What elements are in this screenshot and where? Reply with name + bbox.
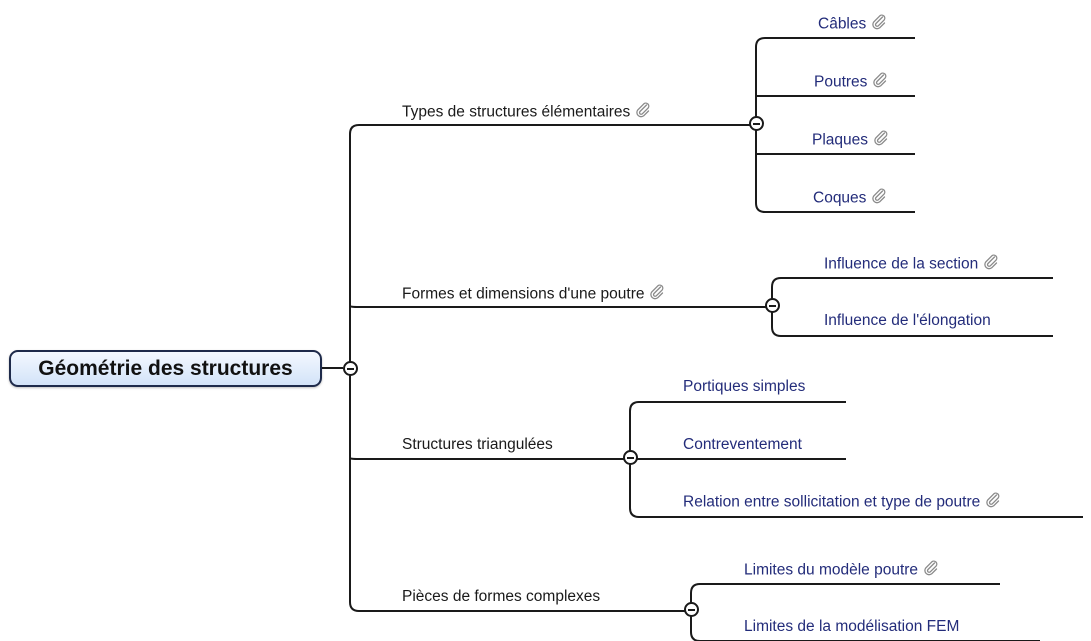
leaf-portiques-simples[interactable]: Portiques simples — [683, 377, 805, 397]
branch-collapse-toggle[interactable] — [749, 116, 764, 131]
leaf-relation-sollicitation[interactable]: Relation entre sollicitation et type de … — [683, 491, 1001, 514]
branch-structures-triangulees[interactable]: Structures triangulées — [402, 435, 553, 455]
leaf-limites-modele-poutre[interactable]: Limites du modèle poutre — [744, 559, 939, 582]
paperclip-icon[interactable] — [648, 283, 665, 306]
leaf-label: Limites de la modélisation FEM — [744, 618, 960, 635]
leaf-label: Plaques — [812, 131, 869, 149]
connector-line — [755, 37, 915, 48]
leaf-label: Câbles — [818, 15, 867, 33]
paperclip-icon[interactable] — [870, 187, 887, 210]
leaf-poutres[interactable]: Poutres — [814, 71, 888, 94]
connector-line — [755, 202, 915, 213]
branch-formes-dimensions[interactable]: Formes et dimensions d'une poutre — [402, 283, 665, 306]
root-label: Géométrie des structures — [38, 356, 293, 380]
branch-pieces-complexes[interactable]: Pièces de formes complexes — [402, 587, 600, 607]
leaf-label: Relation entre sollicitation et type de … — [683, 493, 981, 511]
paperclip-icon[interactable] — [984, 491, 1001, 514]
paperclip-icon[interactable] — [870, 13, 887, 36]
leaf-limites-fem[interactable]: Limites de la modélisation FEM — [744, 617, 959, 637]
branch-collapse-toggle[interactable] — [765, 298, 780, 313]
paperclip-icon[interactable] — [922, 559, 939, 582]
connector-line — [349, 124, 756, 135]
root-collapse-toggle[interactable] — [343, 361, 358, 376]
leaf-coques[interactable]: Coques — [813, 187, 887, 210]
leaf-influence-elongation[interactable]: Influence de l'élongation — [824, 311, 991, 331]
branch-label: Types de structures élémentaires — [402, 103, 631, 121]
branch-types-structures[interactable]: Types de structures élémentaires — [402, 101, 651, 124]
connector-line — [690, 583, 1000, 594]
branch-label: Formes et dimensions d'une poutre — [402, 285, 645, 303]
connector-line — [349, 457, 630, 460]
branch-label: Pièces de formes complexes — [402, 588, 601, 605]
root-node[interactable]: Géométrie des structures — [9, 350, 322, 387]
paperclip-icon[interactable] — [872, 129, 889, 152]
branch-collapse-toggle[interactable] — [623, 450, 638, 465]
connector-line — [771, 277, 1053, 288]
paperclip-icon[interactable] — [634, 101, 651, 124]
leaf-label: Coques — [813, 189, 867, 207]
connector-line — [349, 601, 691, 612]
leaf-label: Poutres — [814, 73, 868, 91]
connector-line — [349, 305, 772, 308]
connector-line — [629, 401, 846, 412]
leaf-label: Portiques simples — [683, 378, 806, 395]
connector-line — [771, 326, 1053, 337]
leaf-label: Limites du modèle poutre — [744, 561, 919, 579]
branch-collapse-toggle[interactable] — [684, 602, 699, 617]
leaf-influence-section[interactable]: Influence de la section — [824, 253, 999, 276]
leaf-label: Influence de l'élongation — [824, 312, 991, 329]
branch-label: Structures triangulées — [402, 436, 553, 453]
leaf-label: Contreventement — [683, 436, 802, 453]
leaf-plaques[interactable]: Plaques — [812, 129, 889, 152]
paperclip-icon[interactable] — [982, 253, 999, 276]
connector-line — [629, 507, 1083, 518]
paperclip-icon[interactable] — [871, 71, 888, 94]
leaf-cables[interactable]: Câbles — [818, 13, 887, 36]
leaf-contreventement[interactable]: Contreventement — [683, 435, 802, 455]
leaf-label: Influence de la section — [824, 255, 979, 273]
